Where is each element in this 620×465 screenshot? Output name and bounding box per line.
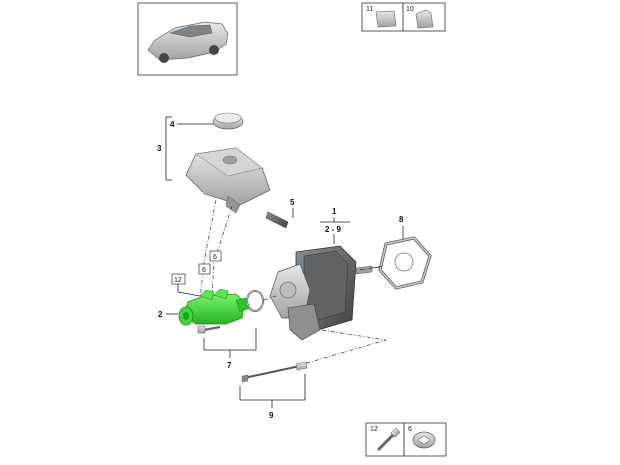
legend-top-label-b: 10	[406, 6, 414, 13]
mounting-screw[interactable]	[197, 325, 221, 334]
reservoir-cap[interactable]	[212, 112, 244, 130]
fluid-bottle-icon	[415, 9, 434, 29]
legend-bottom-label-a: 12	[370, 426, 378, 433]
legend-top-label-a: 11	[366, 6, 373, 13]
legend-top: 11 10	[361, 2, 446, 32]
callout-8[interactable]: 8	[399, 215, 404, 224]
fluid-reservoir[interactable]	[185, 147, 271, 214]
legend-bottom: 12 6	[365, 422, 447, 457]
callout-1[interactable]: 1	[332, 207, 337, 216]
bolt-icon	[376, 427, 401, 452]
callout-9[interactable]: 9	[269, 411, 274, 420]
callout-4[interactable]: 4	[170, 120, 175, 129]
bracket-3	[165, 116, 172, 181]
seal-ring-icon	[412, 431, 436, 449]
callout-2[interactable]: 2	[158, 310, 163, 319]
vehicle-thumbnail[interactable]	[137, 2, 238, 76]
level-sensor-connector[interactable]	[265, 211, 289, 229]
callout-2-9[interactable]: 2 - 9	[325, 225, 342, 234]
bracket-7	[203, 328, 257, 358]
callout-3[interactable]: 3	[157, 144, 162, 153]
bracket-9	[239, 374, 306, 408]
booster-gasket[interactable]	[378, 236, 432, 290]
car-icon	[147, 21, 229, 63]
o-ring-seal[interactable]	[246, 290, 264, 312]
callout-12[interactable]: 12	[174, 277, 182, 284]
brake-booster[interactable]	[269, 245, 383, 341]
long-bolt[interactable]	[241, 361, 308, 383]
callout-6-lower[interactable]: 6	[202, 267, 206, 274]
callout-5[interactable]: 5	[290, 198, 295, 207]
callout-7[interactable]: 7	[227, 361, 232, 370]
legend-bottom-label-b: 6	[408, 426, 412, 433]
callout-6-upper[interactable]: 6	[213, 254, 217, 261]
grease-pack-icon	[375, 10, 397, 28]
